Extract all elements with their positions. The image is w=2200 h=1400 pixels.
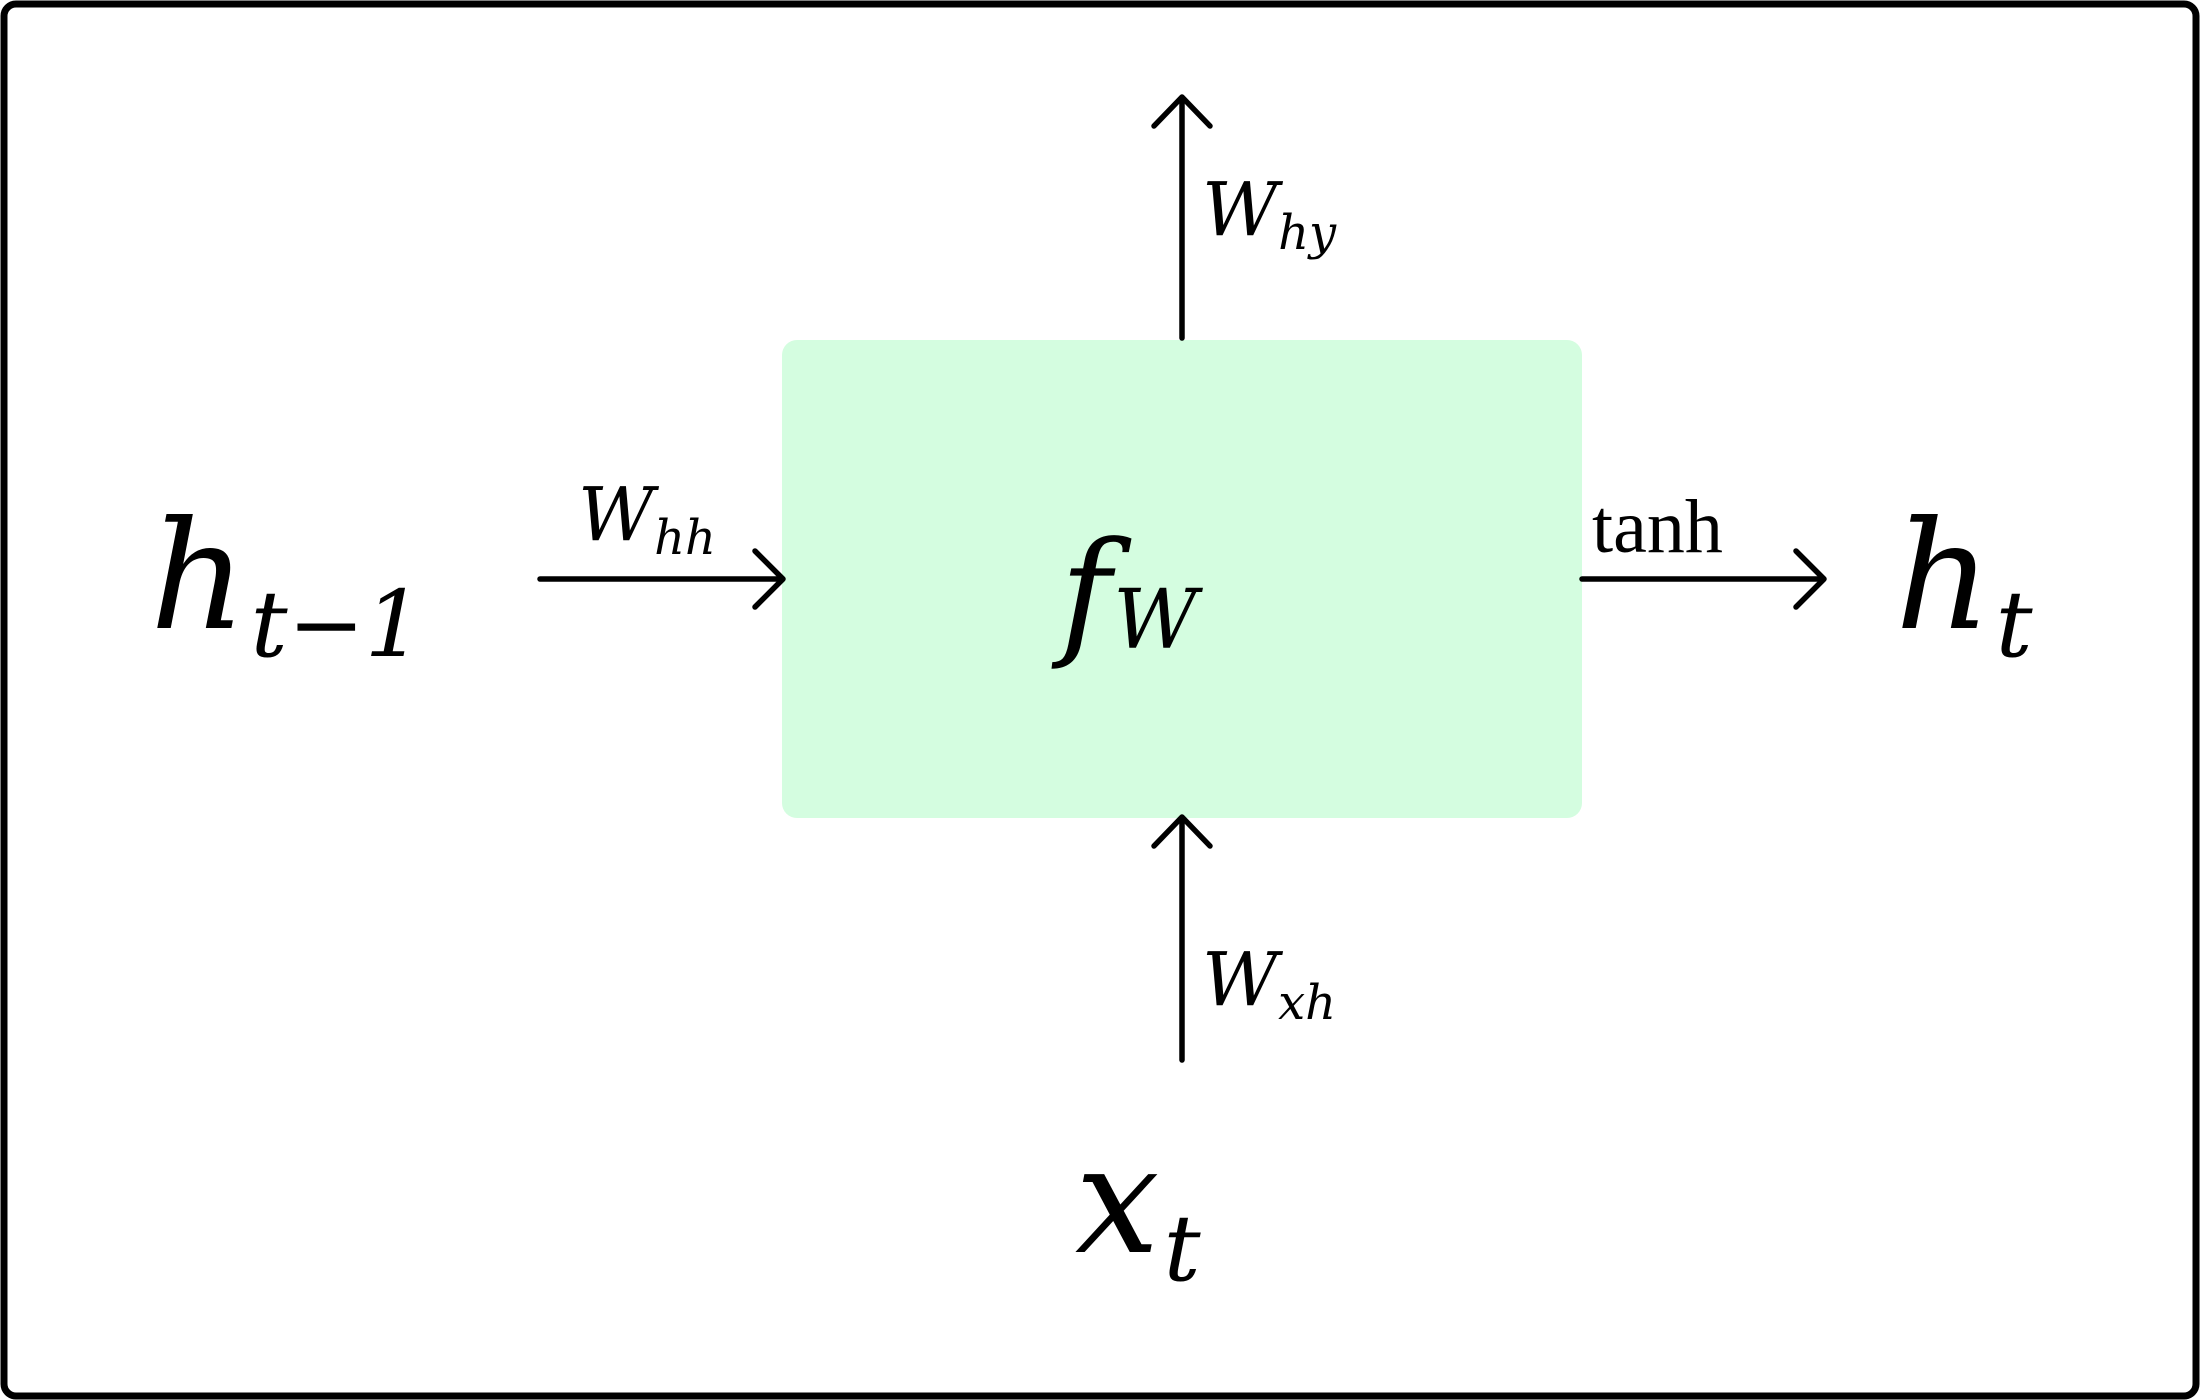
tanh-label: tanh <box>1592 485 1723 569</box>
current-hidden-state: ht <box>1895 490 2034 678</box>
function-box <box>782 340 1582 818</box>
hidden-output-arrow <box>1579 548 1827 610</box>
input-arrow <box>1151 814 1213 1063</box>
output-arrow <box>1151 94 1213 341</box>
input-vector: xt <box>1075 1114 1202 1302</box>
recurrent-input-arrow <box>537 548 786 610</box>
w-xh-label: Wxh <box>1202 937 1336 1031</box>
w-hh-label: Whh <box>578 472 716 566</box>
w-hy-label: Why <box>1202 167 1337 261</box>
previous-hidden-state: ht−1 <box>150 490 423 678</box>
